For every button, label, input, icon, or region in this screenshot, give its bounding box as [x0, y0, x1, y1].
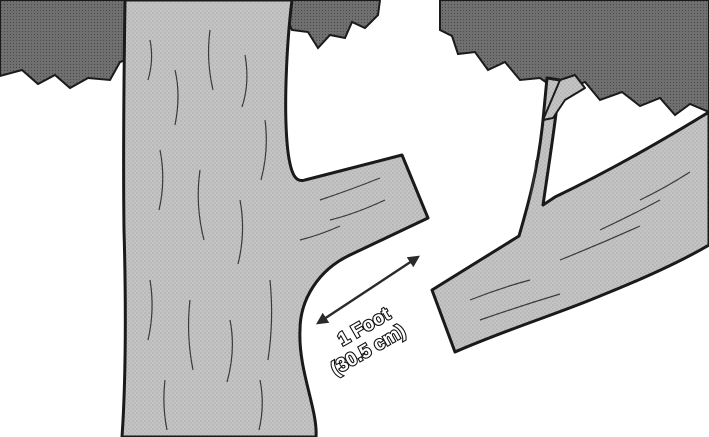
removed-branch	[432, 78, 709, 352]
middle-foliage	[280, 0, 380, 48]
right-foliage	[440, 0, 709, 115]
tree-trunk	[122, 0, 428, 437]
